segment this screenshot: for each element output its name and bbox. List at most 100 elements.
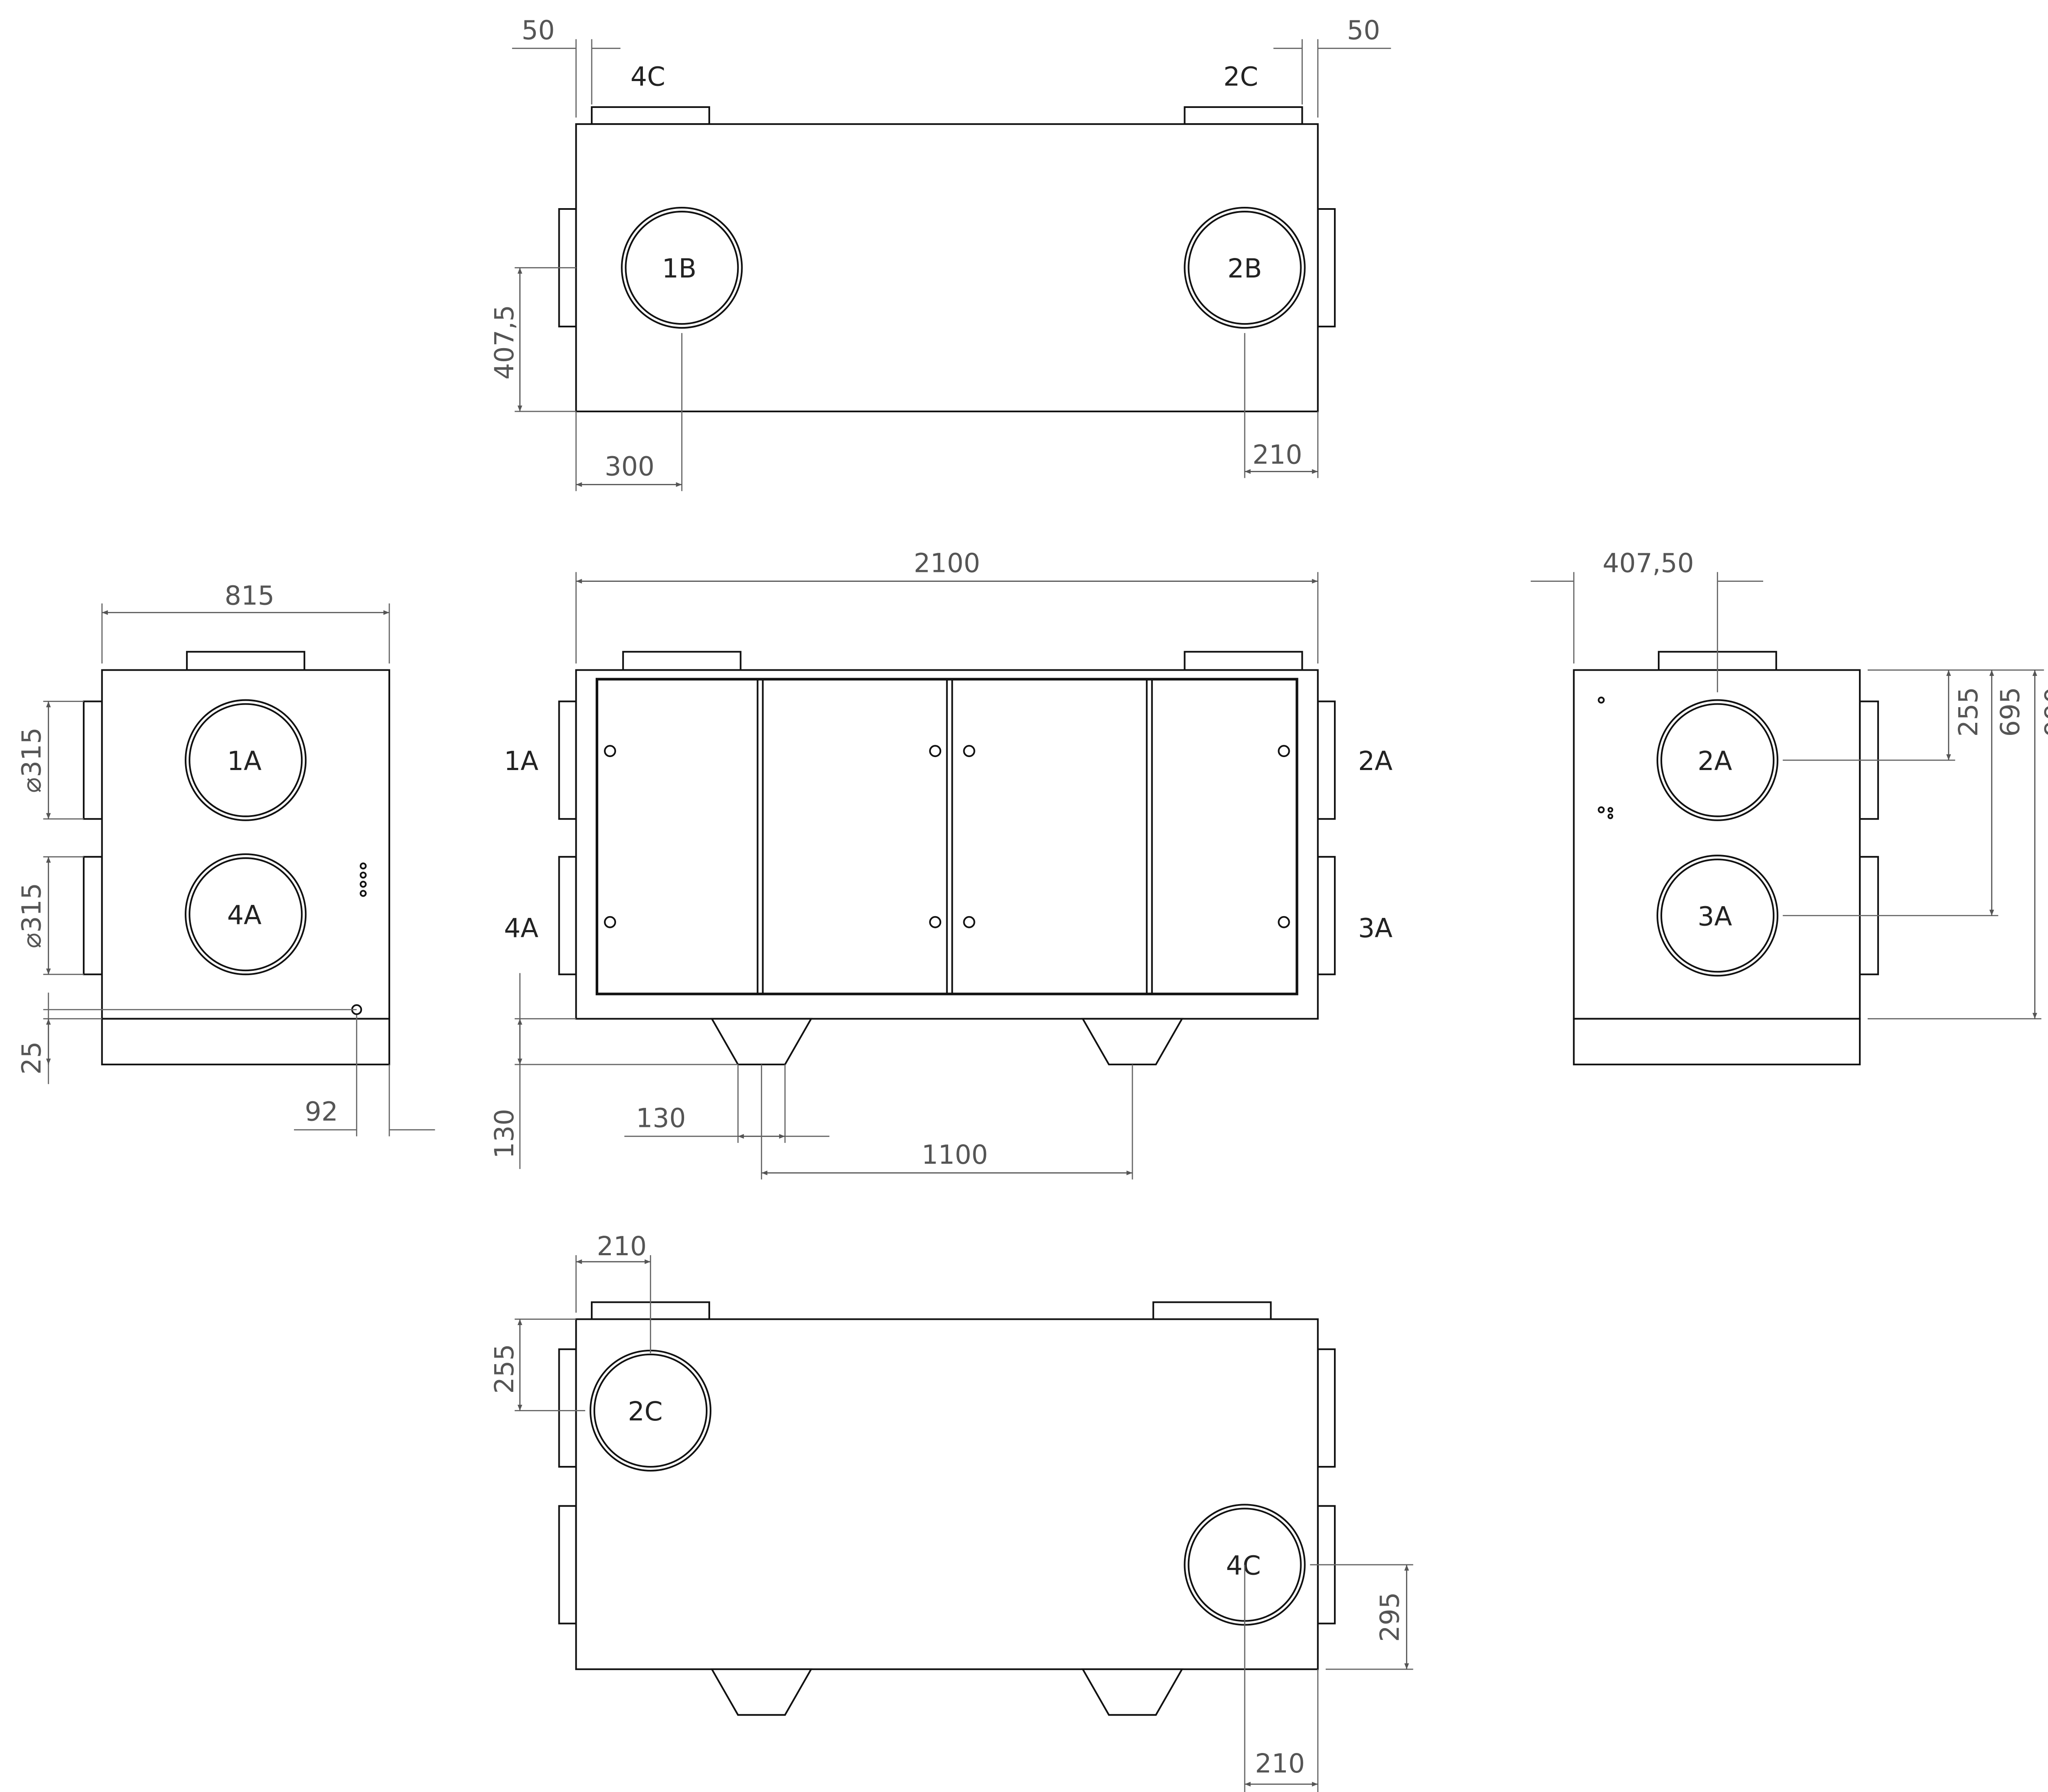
label-2a: 2A [1358, 746, 1393, 777]
spigot-2a [1317, 700, 1336, 820]
foot-right [1081, 1668, 1184, 1716]
dim-text: ⌀315 [17, 883, 47, 948]
dim-text: 210 [597, 1231, 647, 1262]
dim-text: ⌀315 [17, 728, 47, 793]
port-label: 2C [628, 1397, 662, 1427]
dim-130-vertical: 130 [489, 973, 738, 1169]
left-side-view: 1A 4A 815 ⌀315 ⌀315 25 92 [17, 581, 435, 1136]
dim-dia-1: ⌀315 [17, 701, 84, 820]
spigot-1a [558, 700, 577, 820]
spigot-left [558, 1348, 577, 1468]
dim-815: 815 [101, 581, 390, 664]
dim-990: 990 [1868, 670, 2048, 1020]
unit-body [101, 669, 390, 1020]
bottom-view: 2C 4C 210 255 295 210 [489, 1231, 1413, 1792]
spigot-right [1317, 1348, 1336, 1468]
label-3a: 3A [1358, 913, 1393, 943]
dim-695: 695 [1783, 670, 2025, 917]
unit-body [1573, 669, 1861, 1020]
dim-text: 255 [489, 1344, 520, 1394]
dim-92: 92 [294, 1015, 435, 1136]
port-3a: 3A [1657, 855, 1779, 977]
dim-text: 407,50 [1603, 548, 1694, 578]
dim-text: 295 [1375, 1592, 1406, 1642]
unit-body [575, 1318, 1319, 1670]
spigot-top [1184, 651, 1303, 671]
door-handles [604, 745, 1290, 928]
dim-text: 210 [1255, 1749, 1305, 1779]
foot-left [710, 1668, 813, 1716]
base [1573, 1018, 1861, 1066]
front-view: 1A 4A 2A 3A 2100 130 130 1100 [489, 548, 1393, 1180]
dim-210-bottom-top: 210 [575, 1231, 651, 1353]
foot-right [1081, 1018, 1184, 1066]
spigot-4c [590, 106, 710, 125]
port-label: 1A [227, 746, 262, 777]
dim-255-right: 255 [1783, 669, 2044, 761]
spigot-left [558, 1505, 577, 1625]
dim-text: 50 [522, 15, 555, 46]
dim-50-left: 50 [512, 15, 621, 118]
spigot-1a [83, 700, 103, 820]
dim-407-5: 407,5 [489, 267, 576, 412]
base [101, 1018, 390, 1066]
dim-407-50: 407,50 [1530, 548, 1764, 692]
port-label: 1B [662, 254, 697, 284]
dim-2100: 2100 [575, 548, 1319, 664]
spigot-3a [1317, 856, 1336, 976]
dim-text: 815 [225, 581, 274, 611]
unit-body [575, 123, 1319, 412]
port-1a: 1A [185, 699, 307, 821]
dim-text: 407,5 [489, 305, 520, 379]
dim-130-horizontal: 130 [624, 1064, 830, 1143]
label-1a: 1A [504, 746, 538, 777]
port-2b: 2B [1184, 207, 1306, 329]
dim-text: 695 [1995, 687, 2025, 737]
dim-text: 990 [2040, 687, 2048, 737]
dim-210-bottom: 210 [1244, 1564, 1319, 1792]
dim-300: 300 [575, 333, 683, 491]
spigot-4a [558, 856, 577, 976]
dim-dia-2: ⌀315 [17, 856, 84, 975]
port-label: 2A [1698, 746, 1732, 777]
spigot-2c [1184, 106, 1303, 125]
label-4a: 4A [504, 913, 538, 943]
door-dividers [757, 679, 1153, 994]
indicator-dots [1598, 696, 1614, 819]
port-2c: 2C [589, 1349, 711, 1472]
dim-255-bottom: 255 [489, 1319, 585, 1411]
foot-left [710, 1018, 813, 1066]
dim-50-right: 50 [1273, 15, 1391, 118]
dim-text: 50 [1347, 15, 1380, 46]
spigot-4a [83, 856, 103, 976]
spigot-top [622, 651, 742, 671]
port-label: 4A [227, 900, 262, 930]
port-label: 3A [1698, 901, 1732, 932]
dim-text: 130 [489, 1109, 520, 1159]
top-view: 1B 2B 4C 2C 50 50 407,5 300 210 [489, 15, 1391, 491]
dim-text: 255 [1953, 687, 1984, 737]
dim-295: 295 [1310, 1564, 1413, 1670]
dim-text: 1100 [922, 1140, 988, 1170]
port-1b: 1B [621, 207, 743, 329]
dim-210-top: 210 [1244, 333, 1319, 478]
dim-text: 300 [605, 452, 655, 482]
spigot-right [1317, 208, 1336, 328]
right-side-view: 2A 3A 407,50 255 695 990 [1530, 548, 2048, 1066]
dim-25: 25 [17, 992, 357, 1084]
label-4c: 4C [630, 62, 665, 92]
dim-text: 25 [17, 1041, 47, 1075]
dim-text: 2100 [914, 548, 980, 578]
port-2a: 2A [1657, 699, 1779, 821]
port-label: 2B [1227, 254, 1262, 284]
label-2c: 2C [1223, 62, 1258, 92]
dim-text: 210 [1252, 440, 1302, 470]
dim-text: 130 [636, 1103, 686, 1134]
dim-1100: 1100 [761, 1064, 1133, 1180]
spigot-top [1152, 1301, 1272, 1320]
port-4a: 4A [185, 853, 307, 976]
port-label: 4C [1226, 1550, 1261, 1581]
spigot-top [186, 651, 306, 671]
port-4c: 4C [1184, 1504, 1306, 1626]
